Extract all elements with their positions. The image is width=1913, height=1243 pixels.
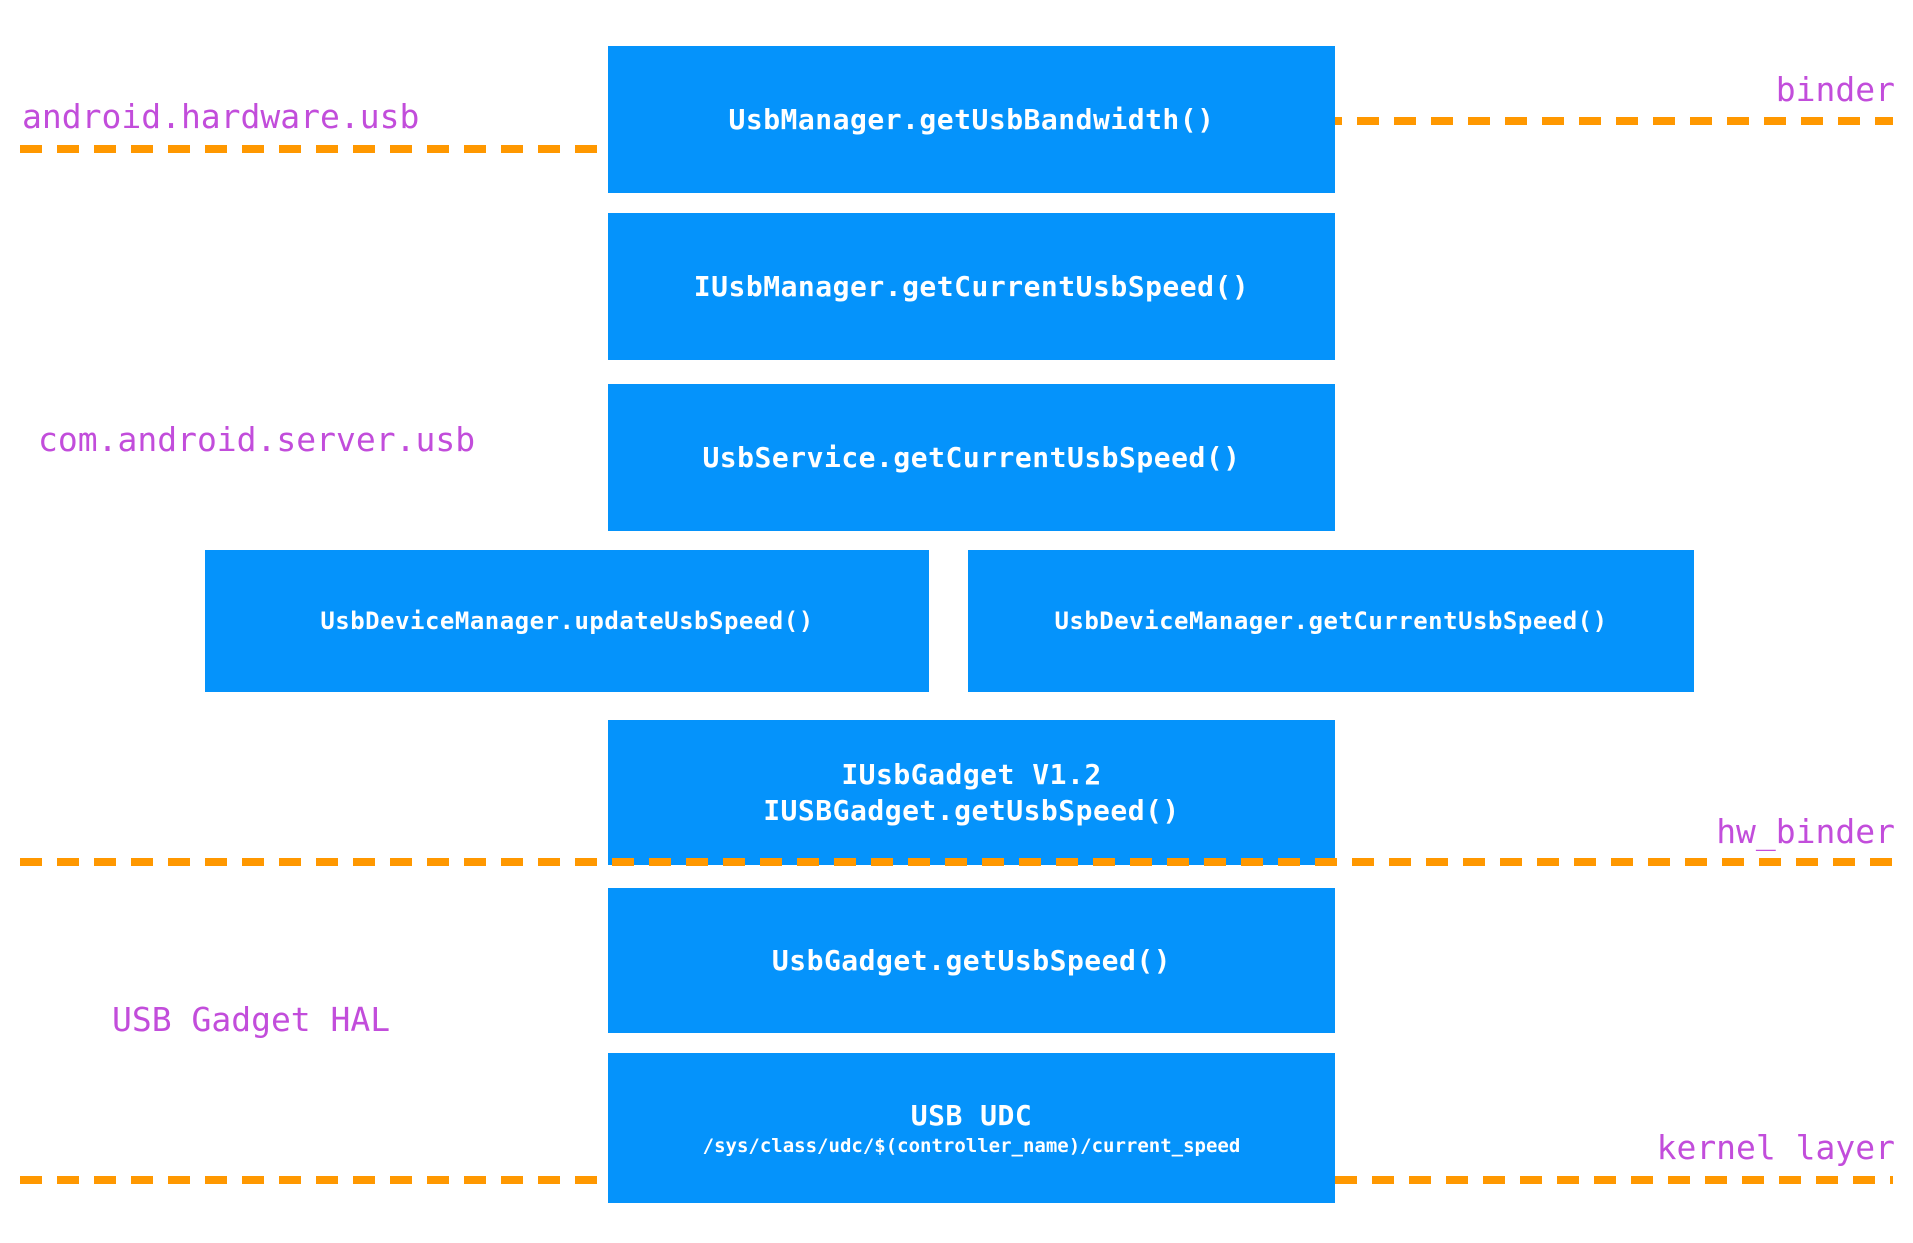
dashed-boundary-kernel-left (20, 1176, 608, 1184)
box-usbmanager-getusbbandwidth[interactable]: UsbManager.getUsbBandwidth() (608, 46, 1335, 193)
box-label-primary: UsbDeviceManager.updateUsbSpeed() (320, 606, 814, 635)
dashed-boundary-hw-binder (20, 858, 1893, 866)
box-label-primary: IUsbGadget V1.2 (841, 757, 1102, 791)
box-label-secondary: /sys/class/udc/$(controller_name)/curren… (702, 1134, 1241, 1157)
layer-label-binder: binder (1775, 70, 1895, 109)
layer-label-com-android-server-usb: com.android.server.usb (38, 420, 476, 459)
box-label-primary: UsbDeviceManager.getCurrentUsbSpeed() (1054, 606, 1608, 635)
box-label-primary: UsbGadget.getUsbSpeed() (771, 943, 1172, 977)
layer-label-android-hardware-usb: android.hardware.usb (22, 97, 420, 136)
layer-label-usb-gadget-hal: USB Gadget HAL (112, 1000, 391, 1039)
box-iusbgadget-v12[interactable]: IUsbGadget V1.2 IUSBGadget.getUsbSpeed() (608, 720, 1335, 865)
box-label-primary: UsbManager.getUsbBandwidth() (728, 102, 1215, 136)
box-usbservice-getcurrentusbspeed[interactable]: UsbService.getCurrentUsbSpeed() (608, 384, 1335, 531)
layer-label-kernel-layer: kernel layer (1656, 1128, 1895, 1167)
box-usbdevicemanager-updateusbspeed[interactable]: UsbDeviceManager.updateUsbSpeed() (205, 550, 929, 692)
box-usbgadget-getusbspeed[interactable]: UsbGadget.getUsbSpeed() (608, 888, 1335, 1033)
box-usb-udc[interactable]: USB UDC /sys/class/udc/$(controller_name… (608, 1053, 1335, 1203)
box-label-primary: IUsbManager.getCurrentUsbSpeed() (693, 269, 1250, 303)
box-label-primary: USB UDC (910, 1098, 1033, 1132)
layer-label-hw-binder: hw_binder (1716, 812, 1895, 851)
dashed-boundary-binder-right (1320, 117, 1893, 125)
dashed-boundary-binder-left (20, 145, 608, 153)
box-usbdevicemanager-getcurrentusbspeed[interactable]: UsbDeviceManager.getCurrentUsbSpeed() (968, 550, 1694, 692)
dashed-boundary-kernel-right (1335, 1176, 1893, 1184)
box-iusbmanager-getcurrentusbspeed[interactable]: IUsbManager.getCurrentUsbSpeed() (608, 213, 1335, 360)
box-label-secondary: IUSBGadget.getUsbSpeed() (763, 793, 1180, 827)
box-label-primary: UsbService.getCurrentUsbSpeed() (702, 440, 1241, 474)
